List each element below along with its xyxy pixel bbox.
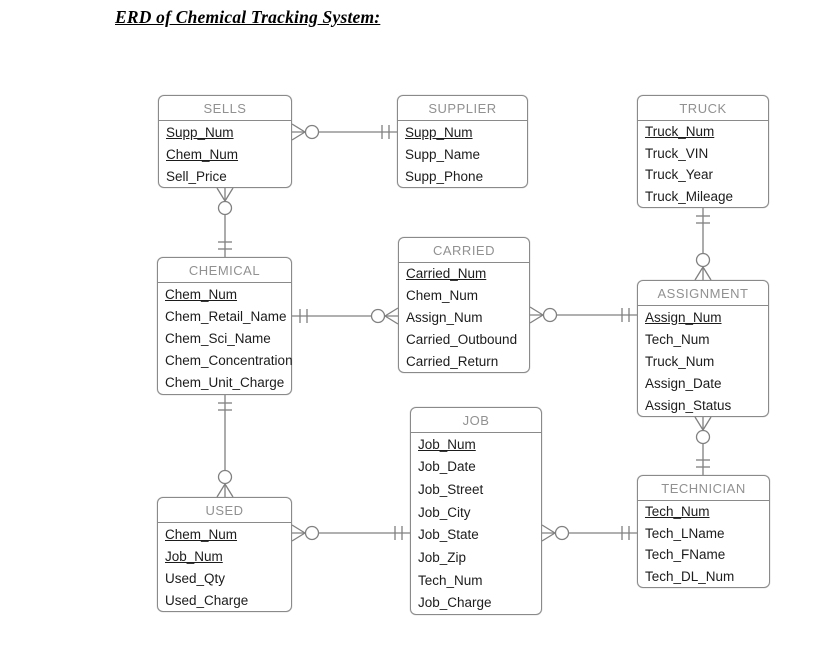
attribute-primary-key: Carried_Num [406, 266, 487, 282]
zero-or-many-circle [554, 525, 570, 541]
attribute: Truck_Mileage [645, 188, 734, 204]
attribute-primary-key: Job_Num [418, 436, 476, 452]
attribute-primary-key: Supp_Num [166, 124, 234, 140]
entity-title-used: USED [158, 498, 291, 523]
attribute: Carried_Return [406, 353, 499, 369]
relationship-sells-chemical [216, 187, 234, 257]
relationship-sells-supplier [291, 123, 397, 141]
zero-or-many-circle [304, 525, 320, 541]
zero-or-many-circle [370, 308, 386, 324]
attribute: Used_Qty [165, 570, 226, 586]
entity-title-assignment: ASSIGNMENT [638, 281, 768, 306]
zero-or-many-circle [542, 307, 558, 323]
zero-or-many-circle [217, 469, 233, 485]
attribute-primary-key: Job_Num [165, 548, 223, 564]
relationship-used-job [291, 524, 410, 542]
entity-title-technician: TECHNICIAN [638, 476, 769, 501]
attribute-primary-key: Chem_Num [166, 146, 239, 162]
attribute: Job_Charge [418, 595, 492, 611]
attribute-primary-key: Tech_Num [645, 504, 710, 520]
attribute-primary-key: Assign_Num [645, 309, 722, 325]
attribute: Supp_Phone [405, 168, 484, 184]
attribute: Chem_Num [406, 288, 479, 304]
attribute: Assign_Status [645, 397, 732, 413]
attribute: Supp_Name [405, 146, 481, 162]
attribute: Job_Date [418, 459, 476, 475]
entity-title-job: JOB [411, 408, 541, 433]
relationship-assignment-technician [694, 416, 712, 475]
attribute: Tech_DL_Num [645, 568, 735, 584]
attribute: Chem_Unit_Charge [165, 375, 285, 391]
entity-title-supplier: SUPPLIER [398, 96, 527, 121]
attribute-primary-key: Truck_Num [645, 124, 715, 140]
attribute: Job_State [418, 527, 479, 543]
zero-or-many-circle [695, 429, 711, 445]
relationship-job-technician [541, 524, 637, 542]
attribute: Tech_Num [418, 572, 483, 588]
zero-or-many-circle [304, 124, 320, 140]
entity-title-truck: TRUCK [638, 96, 768, 121]
attribute: Chem_Sci_Name [165, 331, 271, 346]
relationship-carried-assignment [529, 306, 637, 324]
attribute-primary-key: Chem_Num [165, 526, 238, 542]
attribute: Assign_Num [406, 309, 483, 325]
attribute: Tech_FName [645, 547, 726, 563]
relationship-assignment-truck [694, 208, 712, 281]
attribute: Truck_Num [645, 353, 715, 369]
entity-title-carried: CARRIED [399, 238, 529, 263]
attribute: Sell_Price [166, 168, 227, 184]
zero-or-many-circle [217, 200, 233, 216]
attribute-primary-key: Chem_Num [165, 286, 238, 302]
attribute: Tech_LName [645, 525, 725, 541]
attribute: Tech_Num [645, 331, 710, 347]
attribute: Used_Charge [165, 592, 249, 608]
relationship-carried-chemical [292, 307, 399, 325]
attribute-primary-key: Supp_Num [405, 124, 473, 140]
attribute: Chem_Concentration [165, 353, 293, 369]
zero-or-many-circle [695, 252, 711, 268]
attribute: Assign_Date [645, 375, 722, 391]
entity-title-sells: SELLS [159, 96, 291, 121]
attribute: Job_Zip [418, 549, 467, 565]
relationship-used-chemical [216, 395, 234, 498]
attribute: Chem_Retail_Name [165, 308, 287, 324]
attribute: Truck_Year [645, 167, 714, 183]
attribute: Job_Street [418, 482, 484, 498]
attribute: Carried_Outbound [406, 331, 518, 347]
page-title: ERD of Chemical Tracking System: [115, 7, 381, 27]
entity-title-chemical: CHEMICAL [158, 258, 291, 283]
attribute: Truck_VIN [645, 145, 709, 161]
attribute: Job_City [418, 504, 471, 520]
